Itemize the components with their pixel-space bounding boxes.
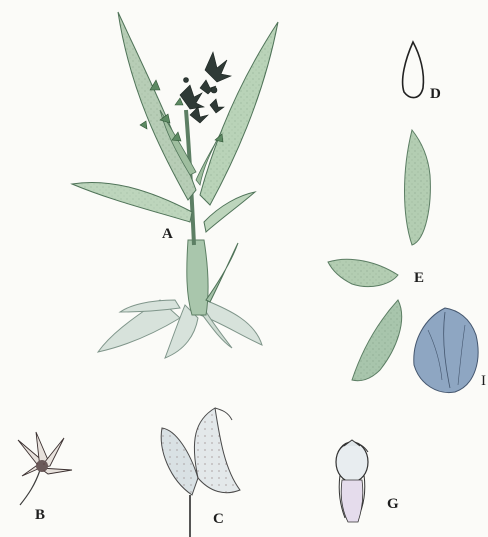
label-a: A xyxy=(162,226,173,243)
basal-leaf-right xyxy=(206,243,238,302)
figure-g-column xyxy=(336,440,368,522)
figure-a-plant xyxy=(72,12,278,358)
figure-e-petals xyxy=(328,130,478,393)
label-d: D xyxy=(430,86,441,103)
label-edge: I xyxy=(481,373,486,390)
label-g: G xyxy=(387,496,399,513)
figure-c-lip xyxy=(161,408,240,537)
label-e: E xyxy=(414,270,424,287)
root-mass xyxy=(98,300,262,358)
lip-blue xyxy=(414,308,478,393)
stem-sheath xyxy=(187,240,208,315)
figure-d-sepal xyxy=(403,42,424,98)
label-c: C xyxy=(213,511,224,528)
figure-b-flower xyxy=(18,432,72,505)
label-b: B xyxy=(35,507,45,524)
